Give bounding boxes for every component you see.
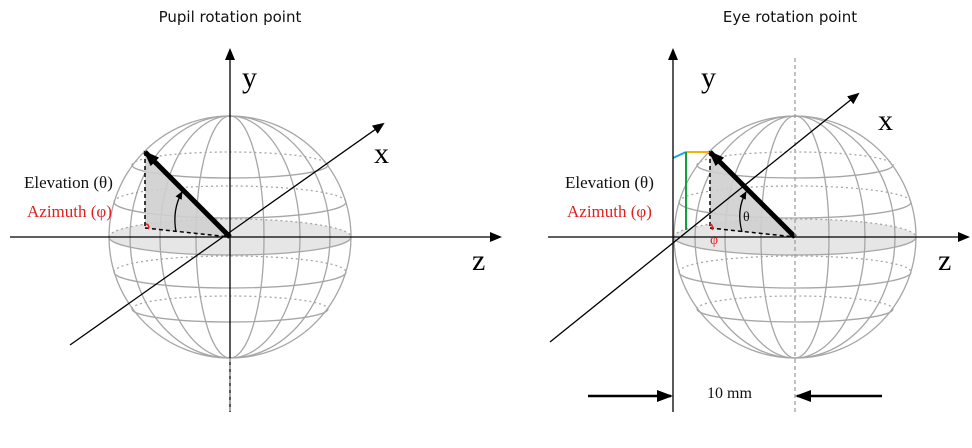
right-azimuth-arc (709, 223, 714, 231)
left-axis-label-x: x (374, 137, 389, 170)
right-panel: y x z Elevation (θ) Azimuth (φ) θ φ 10 m… (548, 48, 970, 412)
right-elevation-arc (739, 191, 747, 233)
right-axis-label-z: z (938, 244, 951, 277)
right-axis-label-x: x (878, 104, 893, 137)
left-elevation-arc (174, 191, 183, 233)
distance-label: 10 mm (707, 385, 752, 402)
right-x-axis (549, 92, 860, 343)
right-blue-line (672, 151, 687, 159)
left-x-axis (69, 122, 385, 346)
left-azimuth-arc (145, 223, 150, 230)
left-azimuth-label: Azimuth (φ) (27, 202, 112, 221)
left-base-line (144, 227, 231, 238)
right-base-line (709, 227, 796, 238)
panel-title-eye: Eye rotation point (722, 8, 858, 26)
left-axis-label-y: y (242, 61, 257, 94)
right-theta-symbol: θ (743, 210, 750, 225)
right-axis-label-y: y (701, 61, 716, 94)
left-elevation-label: Elevation (θ) (24, 173, 113, 192)
left-panel: y x z Elevation (θ) Azimuth (φ) (10, 48, 502, 412)
right-elevation-label: Elevation (θ) (565, 173, 654, 192)
right-azimuth-label: Azimuth (φ) (567, 202, 652, 221)
left-gaze-vector (143, 150, 232, 239)
right-gaze-vector (708, 150, 797, 239)
left-axis-label-z: z (472, 244, 485, 277)
panel-title-pupil: Pupil rotation point (158, 8, 302, 26)
right-phi-symbol: φ (710, 233, 718, 248)
